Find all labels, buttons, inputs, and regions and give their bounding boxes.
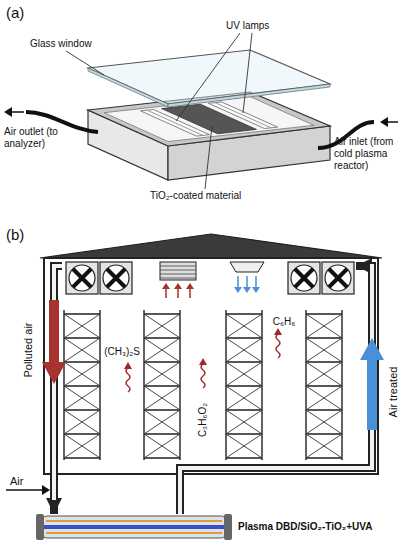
callout-label: UV lamps [226,20,269,32]
outlet-arrow [10,111,24,113]
leader-line [243,33,252,113]
electrode [46,532,222,534]
arrowhead [252,287,260,293]
duct-connector [54,266,62,514]
fan-symbol [66,262,98,294]
reactor-outline [36,514,232,540]
panel-letter: (b) [6,226,24,244]
arrowhead [199,358,207,365]
callout-label: Air [10,474,23,488]
leader-line [176,33,240,121]
air-duct [54,266,62,514]
fan-symbol [288,262,320,294]
compound-label: (CH₃)₂S [104,346,140,358]
supply-diffuser [230,262,264,272]
arrowhead [186,283,194,289]
callout-label: Air outlet (to analyzer) [4,126,76,150]
rack-symbol [64,310,100,460]
flow-label: Air treated [387,367,400,418]
glass-edge [168,84,330,107]
uv-lamp [141,110,210,137]
callout-label: TiO₂-coated material [150,190,241,202]
electrode [46,520,222,522]
tio2-material [162,104,257,134]
supply-arrows [238,276,256,288]
leader-line [66,51,104,75]
uv-lamp-stripe [147,110,203,135]
callout-label: Air inlet (from cold plasma reactor) [334,136,400,172]
panel-letter: (a) [6,4,24,22]
treated-flow-arrowhead [360,338,384,360]
polluted-flow-arrowhead [42,362,66,384]
extract-arrows [166,288,190,298]
uv-lamp [209,102,278,129]
flow-label: Polluted air [22,322,35,377]
rack-symbol [144,310,180,460]
fan-symbol [100,262,132,294]
outlet-arrowhead [4,107,12,117]
arrowhead [124,362,132,369]
duct-connector [180,266,372,514]
callout-label: Glass window [30,38,92,50]
air-duct [180,266,372,514]
uv-lamp-stripe [215,103,271,128]
end-cap [224,514,232,540]
inlet-arrowhead [380,117,388,127]
glass-window [88,50,330,104]
arrowhead [174,283,182,289]
compound-label: C₆H₆ [273,316,296,328]
duct-bore [54,266,62,500]
emission-wave [276,334,280,358]
roof [40,234,382,258]
leader-line [205,126,212,189]
grille-slats [160,266,196,278]
room-wall [44,258,378,474]
arrowhead [274,328,282,335]
arrowhead [243,287,251,293]
arrowhead [234,287,242,293]
end-cap [36,514,44,540]
rack-symbol [306,310,342,460]
plasma-reactor: Plasma DBD/SiO₂-TiO₂+UVA [36,514,232,540]
duct-bore [180,266,372,514]
arrowhead [162,283,170,289]
treated-flow-arrow [367,360,377,430]
glass-edge [88,68,168,107]
compound-label: C₃H₆O₂ [197,403,209,437]
extract-grille [160,262,196,280]
uva-core [40,525,228,529]
air-inlet-arrow [6,489,44,491]
polluted-flow-arrow [49,300,59,362]
arrowhead [42,485,50,495]
room-box: (CH₃)₂S C₃H₆O₂ C₆H₆ [62,262,356,462]
emission-wave [201,364,205,388]
reactor-chamber [104,97,314,142]
emission-wave [126,368,130,392]
reactor-label: Plasma DBD/SiO₂-TiO₂+UVA [238,521,372,533]
rack-symbol [226,310,262,460]
fan-symbol [322,262,354,294]
